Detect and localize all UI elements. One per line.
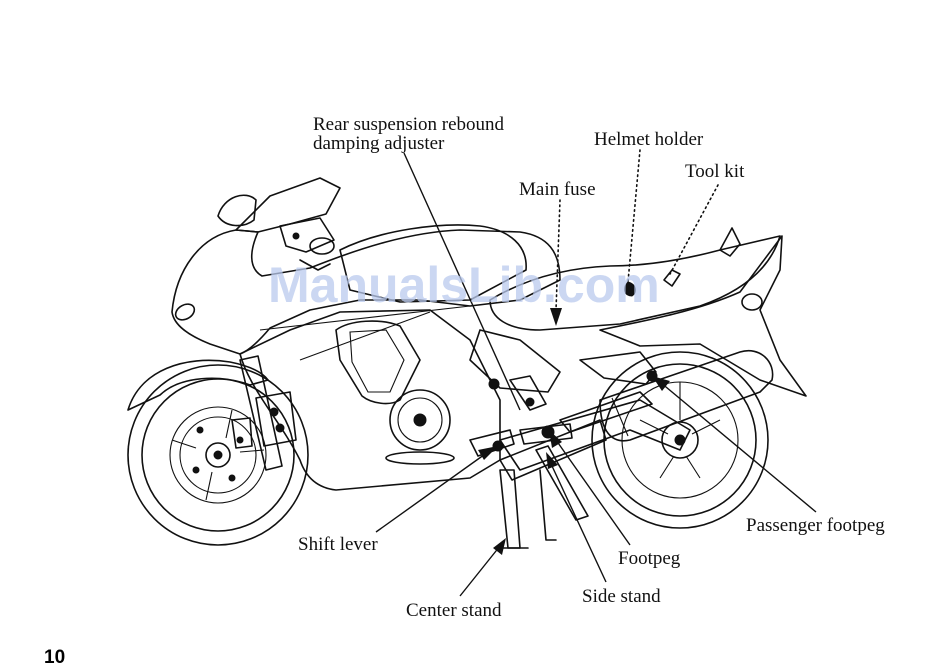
tool-kit-mark — [664, 270, 680, 286]
motorcycle-illustration — [128, 178, 806, 548]
rear-suspension-label-line1: Rear suspension rebound — [313, 114, 505, 135]
shift-lever-label: Shift lever — [298, 534, 378, 555]
passenger-footpeg-leader — [660, 382, 816, 512]
front-wheel — [128, 365, 308, 545]
main-fuse-label: Main fuse — [519, 179, 596, 200]
side-stand-label: Side stand — [582, 586, 661, 607]
center-stand-label: Center stand — [406, 600, 502, 621]
center-stand — [496, 470, 556, 548]
page-number: 10 — [44, 647, 65, 668]
helmet-holder-label: Helmet holder — [594, 129, 704, 150]
footpeg-label: Footpeg — [618, 548, 681, 569]
watermark: ManualsLib.com — [268, 257, 660, 313]
part-labels: Rear suspension rebound damping adjuster… — [298, 114, 885, 621]
tool-kit-leader — [670, 185, 718, 274]
engine-cover — [386, 390, 454, 464]
tool-kit-label: Tool kit — [685, 161, 745, 182]
side-stand-leader — [552, 466, 606, 582]
shift-lever-arrowhead — [478, 446, 498, 460]
rear-suspension-label-line2: damping adjuster — [313, 133, 445, 154]
passenger-footpeg-bracket — [580, 352, 656, 384]
passenger-footpeg-label: Passenger footpeg — [746, 515, 885, 536]
center-stand-leader — [460, 546, 500, 596]
mirror — [218, 195, 256, 225]
fairing-vent — [336, 321, 420, 403]
